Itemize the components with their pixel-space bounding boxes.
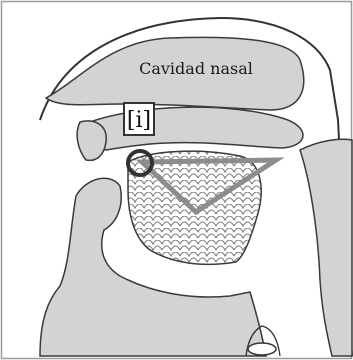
nasal-cavity-label: Cavidad nasal bbox=[139, 59, 253, 78]
larynx-ring bbox=[248, 343, 276, 355]
upper-lip bbox=[77, 121, 106, 160]
vowel-symbol-label: [i] bbox=[127, 108, 151, 133]
